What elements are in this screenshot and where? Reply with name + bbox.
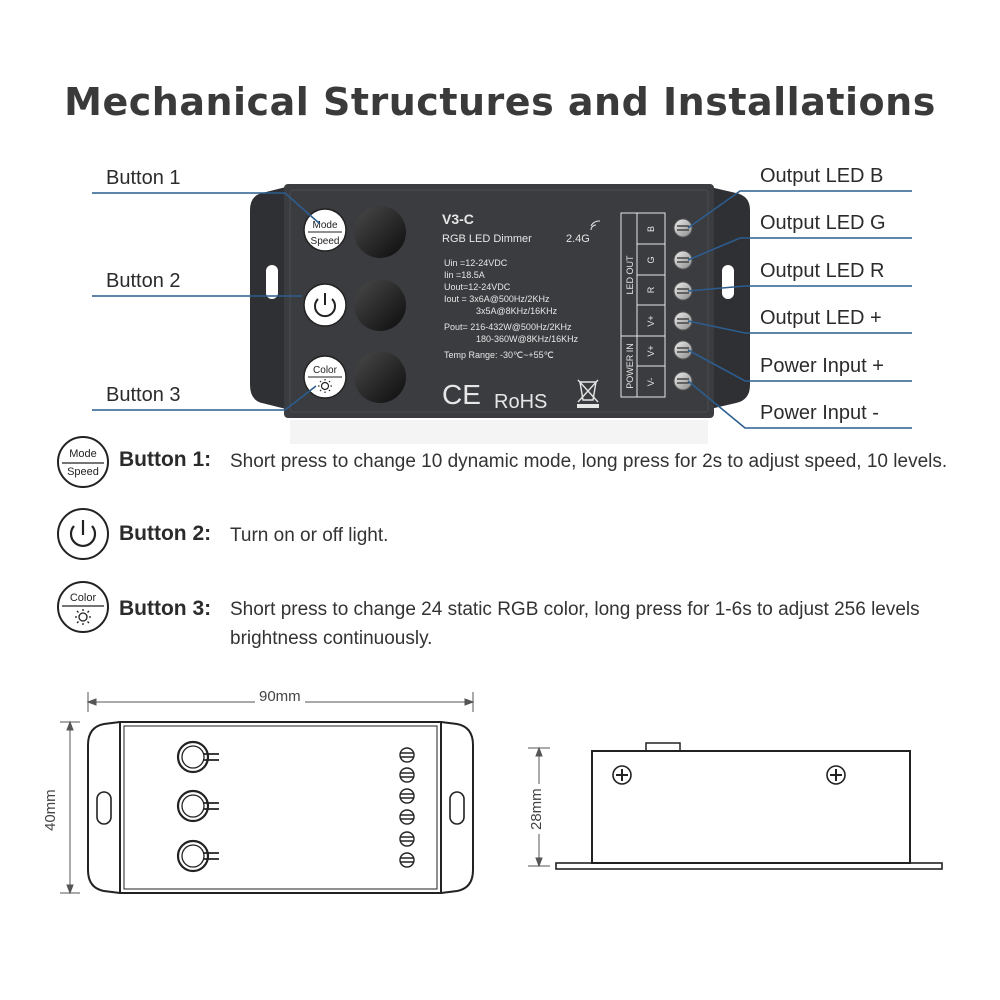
terminal-screw — [673, 340, 693, 360]
spec-iin: Iin =18.5A — [444, 270, 485, 280]
callout-output-led-b: Output LED B — [760, 165, 884, 187]
frequency-label: 2.4G — [566, 233, 590, 245]
callout-button-2: Button 2 — [106, 270, 181, 292]
wireless-icon — [590, 220, 601, 231]
spec-pout-2: 180-360W@8KHz/16KHz — [476, 334, 579, 344]
terminal-label-vplus-in: V+ — [646, 345, 656, 356]
terminal-screw — [673, 218, 693, 238]
terminal-label-vplus-out: V+ — [646, 315, 656, 326]
dimension-width-label: 90mm — [255, 688, 305, 705]
spec-iout: Iout = 3x6A@500Hz/2KHz — [444, 294, 550, 304]
button3-knob — [354, 351, 406, 403]
desc-power-icon — [57, 508, 109, 560]
power-icon — [303, 283, 347, 327]
svg-text:Color: Color — [70, 592, 97, 604]
height-dimension — [60, 720, 80, 895]
callout-power-input-plus: Power Input + — [760, 355, 884, 377]
svg-text:Color: Color — [313, 365, 338, 376]
desc-mode-speed-icon: Mode Speed — [57, 436, 109, 488]
rohs-mark: RoHS — [494, 391, 547, 413]
weee-icon — [577, 379, 599, 408]
terminal-label-g: G — [646, 256, 656, 263]
side-view-drawing — [528, 742, 943, 870]
led-out-label: LED OUT — [625, 255, 635, 295]
desc-button-3-text: Short press to change 24 static RGB colo… — [230, 599, 920, 649]
ce-mark: CE — [442, 379, 481, 410]
callout-button-3: Button 3 — [106, 384, 181, 406]
power-in-label: POWER IN — [625, 343, 635, 389]
device-name: RGB LED Dimmer — [442, 233, 532, 245]
spec-uout: Uout=12-24VDC — [444, 282, 511, 292]
leader-lines-right — [687, 190, 912, 429]
top-view-drawing — [60, 692, 475, 895]
callout-power-input-minus: Power Input - — [760, 402, 879, 424]
terminal-screw — [673, 250, 693, 270]
device-photo: Mode Speed Color V3-C RGB LED Dimmer 2.4… — [250, 184, 750, 444]
page-title: Mechanical Structures and Installations — [64, 80, 936, 124]
spec-uin: Uin =12-24VDC — [444, 258, 508, 268]
terminal-label-b: B — [646, 226, 656, 232]
desc-button-2-label: Button 2: — [119, 522, 212, 545]
dimension-depth-label: 28mm — [528, 784, 545, 834]
right-ear-slot — [722, 265, 734, 299]
desc-button-1-text: Short press to change 10 dynamic mode, l… — [230, 451, 948, 472]
model-label: V3-C — [442, 211, 474, 227]
terminal-label-vminus: V- — [646, 378, 656, 387]
device-reflection — [290, 420, 708, 444]
callout-output-led-plus: Output LED + — [760, 307, 882, 329]
left-mounting-ear — [250, 187, 286, 409]
color-brightness-icon: Color — [303, 355, 347, 399]
callout-output-led-g: Output LED G — [760, 212, 886, 234]
svg-text:Speed: Speed — [311, 236, 340, 247]
left-ear-slot — [266, 265, 278, 299]
desc-color-icon: Color — [57, 581, 109, 633]
callout-button-1: Button 1 — [106, 167, 181, 189]
desc-button-2-text: Turn on or off light. — [230, 525, 389, 546]
spec-iout-2: 3x5A@8KHz/16KHz — [476, 306, 558, 316]
svg-text:Mode: Mode — [312, 220, 337, 231]
terminal-label-r: R — [646, 286, 656, 293]
terminal-screw — [673, 371, 693, 391]
button1-knob — [354, 206, 406, 258]
svg-text:Mode: Mode — [69, 448, 97, 460]
leader-lines-left — [92, 192, 321, 411]
button2-knob — [354, 279, 406, 331]
terminal-label-box — [620, 212, 666, 398]
spec-pout: Pout= 216-432W@500Hz/2KHz — [444, 322, 572, 332]
callout-output-led-r: Output LED R — [760, 260, 885, 282]
desc-button-3-label: Button 3: — [119, 597, 212, 620]
terminal-screw — [673, 311, 693, 331]
dimension-height-label: 40mm — [42, 785, 59, 835]
spec-temp: Temp Range: -30℃~+55℃ — [444, 350, 554, 360]
desc-button-1-label: Button 1: — [119, 448, 212, 471]
svg-text:Speed: Speed — [67, 466, 99, 478]
